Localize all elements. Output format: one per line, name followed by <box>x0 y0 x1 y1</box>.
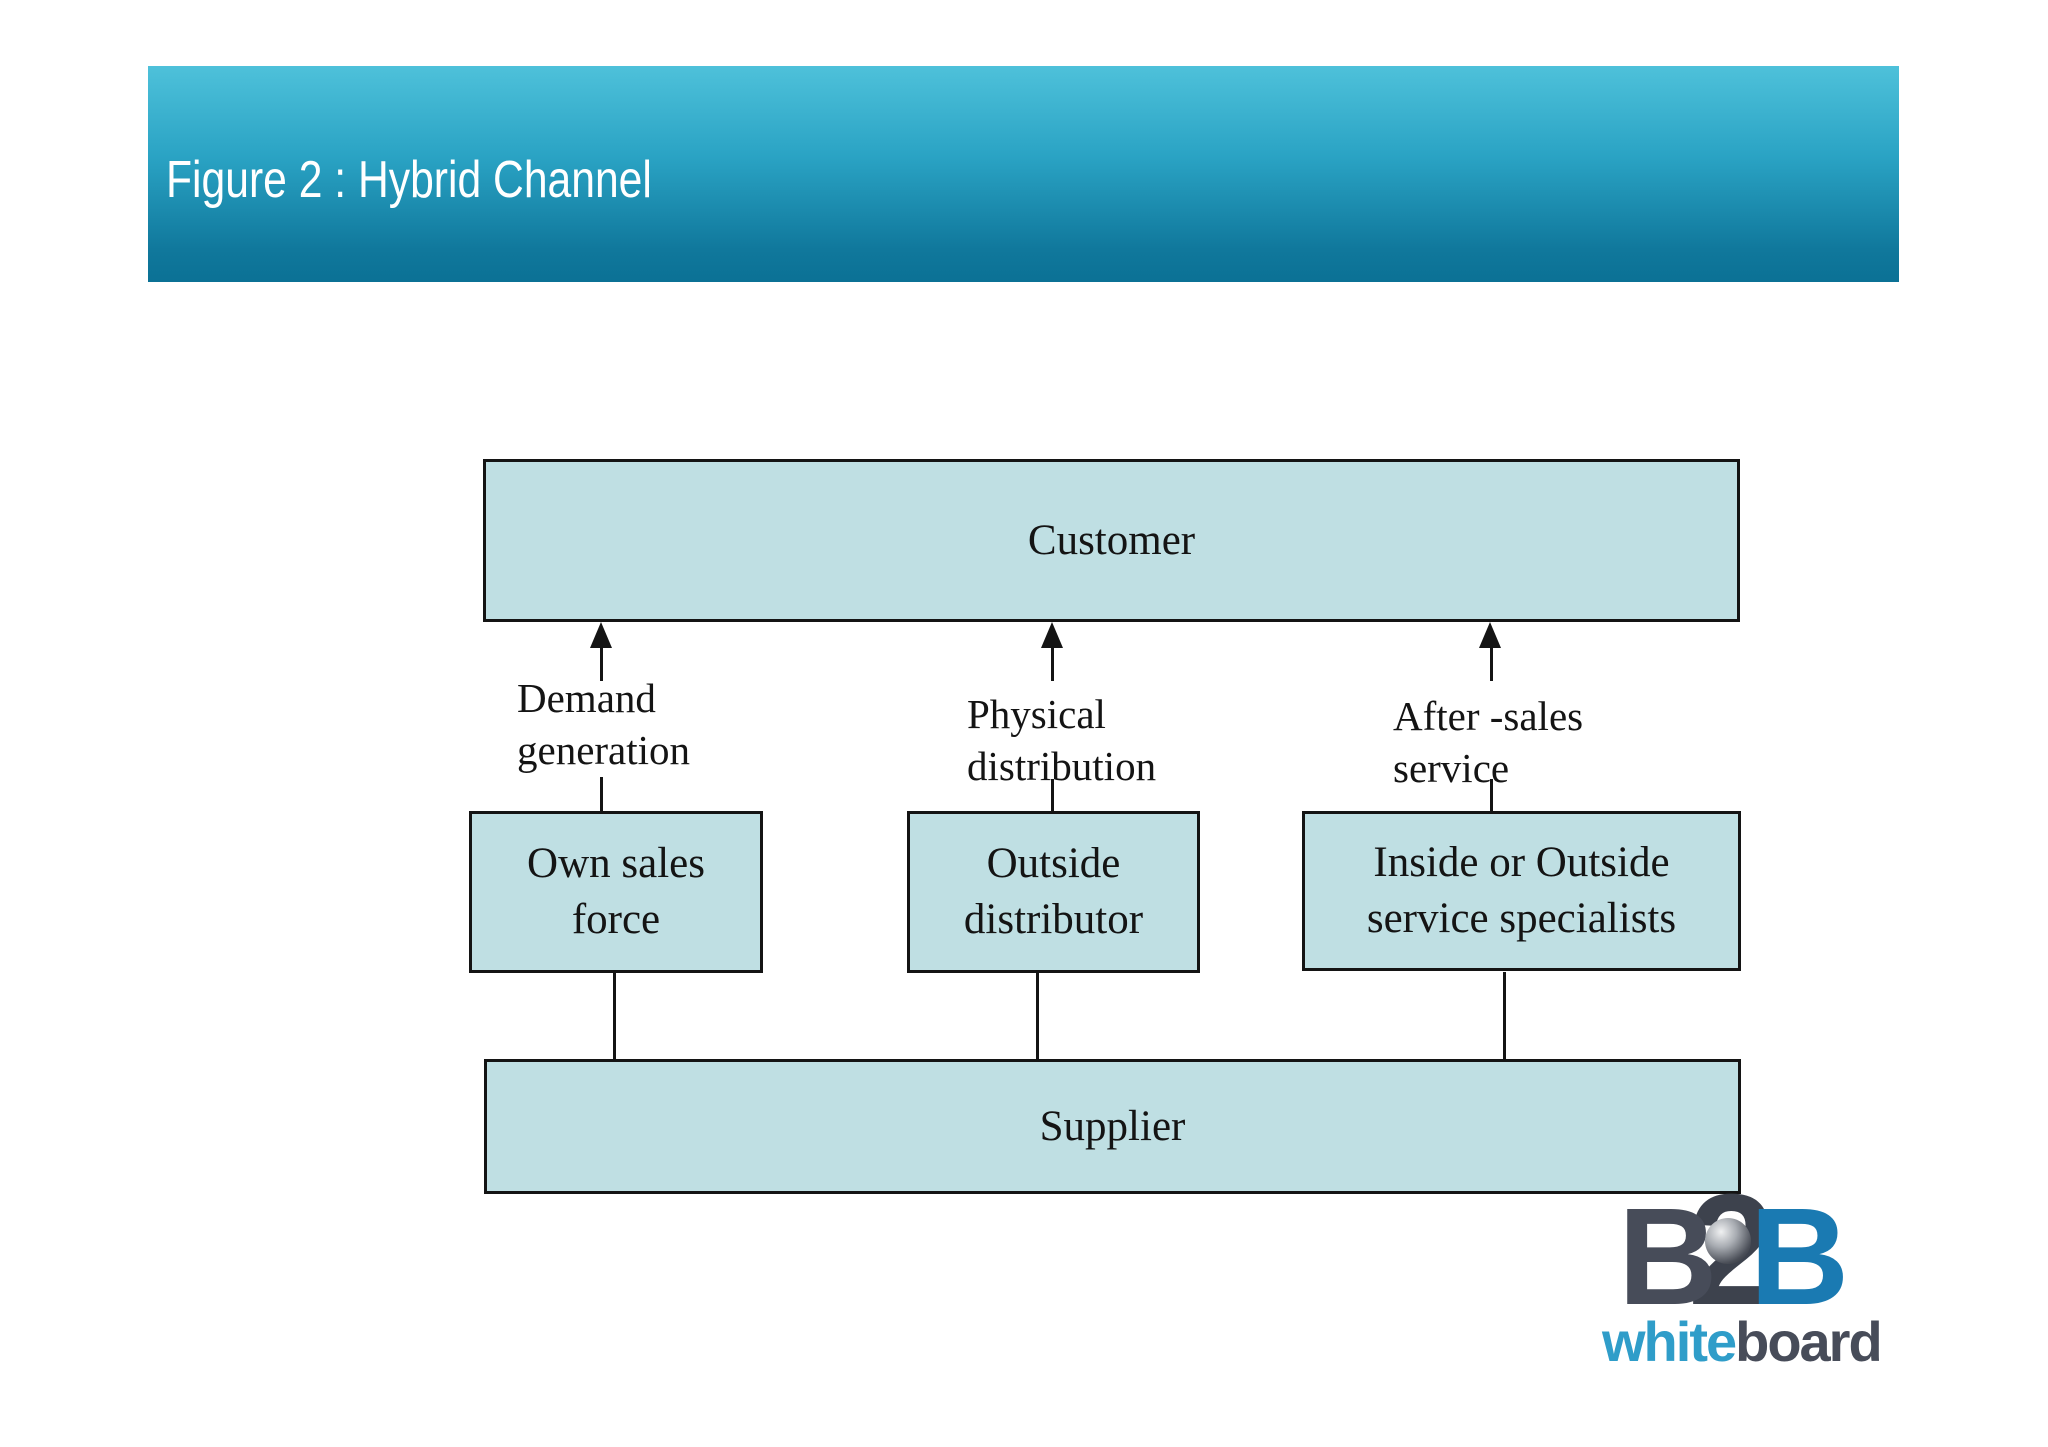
service-specialists-box-label: Inside or Outside service specialists <box>1366 839 1677 942</box>
flow-label-demand-generation: Demand generation <box>517 675 691 773</box>
connector-label-to-box <box>1051 779 1054 811</box>
arrow-shaft <box>600 645 603 681</box>
slide-title: Figure 2 : Hybrid Channel <box>166 151 652 209</box>
service-specialists-box: Inside or Outside service specialists <box>1302 811 1741 971</box>
title-banner: Figure 2 : Hybrid Channel <box>148 66 1899 282</box>
logo-word-white: white <box>1602 1310 1737 1373</box>
logo-letter-b-right: B <box>1749 1180 1850 1334</box>
b2b-whiteboard-logo: B 2 B whiteboard <box>1596 1170 1883 1380</box>
customer-box: Customer <box>483 459 1740 622</box>
logo-sphere-icon <box>1705 1218 1751 1264</box>
connector-box-to-supplier <box>613 972 616 1060</box>
logo-word-board: board <box>1735 1310 1883 1373</box>
flow-label-physical-distribution: Physical distribution <box>967 691 1157 789</box>
arrow-up-icon <box>590 622 612 648</box>
outside-distributor-box: Outside distributor <box>907 811 1200 973</box>
own-sales-force-box-label: Own sales force <box>527 840 705 943</box>
connector-box-to-supplier <box>1503 972 1506 1060</box>
arrow-shaft <box>1490 645 1493 681</box>
customer-box-label: Customer <box>1027 516 1196 564</box>
connector-label-to-box <box>600 777 603 811</box>
own-sales-force-box: Own sales force <box>469 811 763 973</box>
logo-letter-b-left: B <box>1618 1180 1718 1334</box>
arrow-up-icon <box>1041 622 1063 648</box>
supplier-box: Supplier <box>484 1059 1741 1194</box>
supplier-box-label: Supplier <box>1039 1102 1186 1150</box>
arrow-shaft <box>1051 645 1054 681</box>
logo-wordmark: whiteboard <box>1602 1310 1883 1373</box>
arrow-up-icon <box>1479 622 1501 648</box>
outside-distributor-box-label: Outside distributor <box>963 840 1144 943</box>
connector-label-to-box <box>1490 779 1493 811</box>
connector-box-to-supplier <box>1036 972 1039 1060</box>
flow-label-after-sales-service: After -sales service <box>1393 693 1584 791</box>
